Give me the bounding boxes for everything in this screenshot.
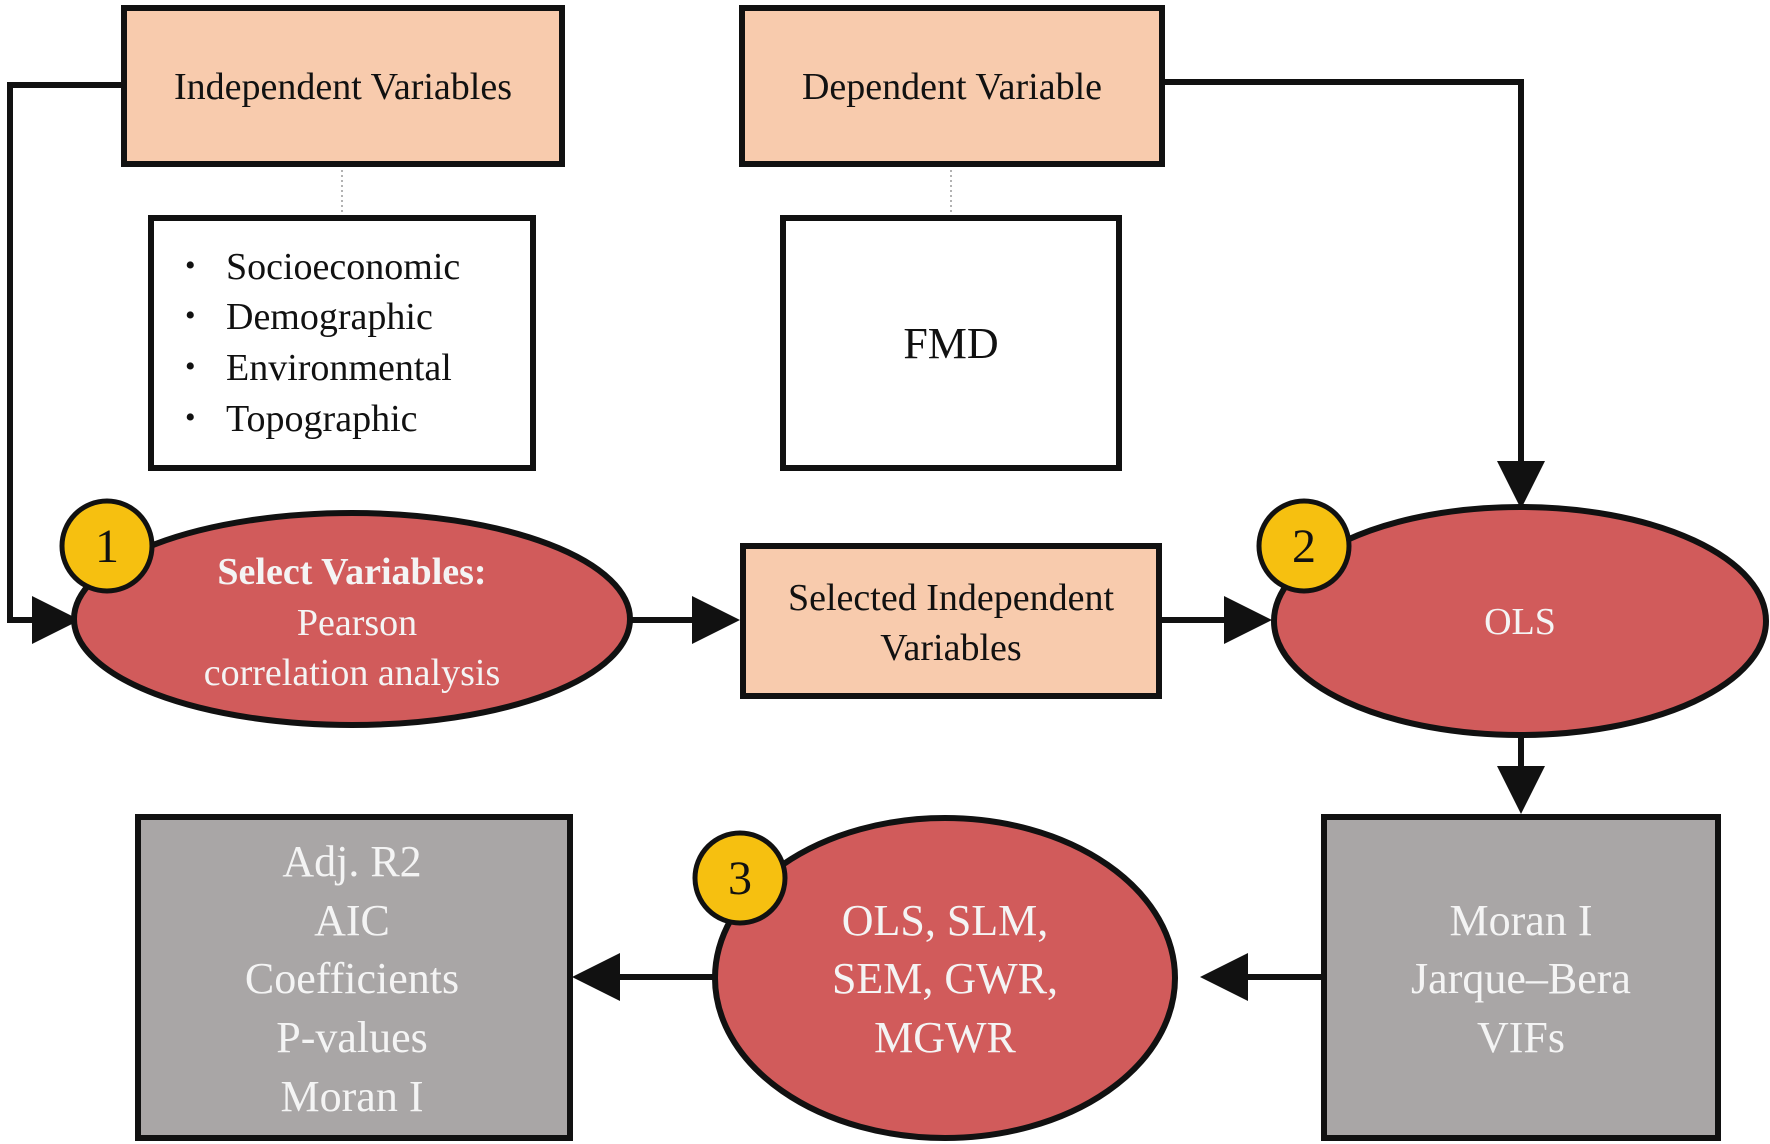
list-bullet: • — [185, 401, 196, 434]
edge-independent-to-select — [7, 82, 124, 644]
dependent-variable-detail: FMD — [780, 215, 1122, 471]
list-item: Socioeconomic — [226, 246, 460, 288]
selected-independent-line2: Variables — [880, 627, 1021, 669]
fmd-label: FMD — [903, 319, 998, 368]
independent-variables-label: Independent Variables — [174, 66, 512, 108]
independent-variables-node: Independent Variables — [121, 5, 565, 167]
diagnostics-line: Moran I — [1450, 896, 1593, 945]
step-badge-1: 1 — [59, 498, 155, 594]
models-node: OLS, SLM, SEM, GWR, MGWR — [712, 815, 1178, 1141]
ols-label: OLS — [1484, 601, 1556, 643]
models-line: OLS, SLM, — [842, 896, 1049, 945]
diagnostics-line: VIFs — [1477, 1013, 1565, 1062]
step-badge-number: 2 — [1292, 520, 1316, 573]
models-line: SEM, GWR, — [832, 954, 1058, 1003]
diagnostics-line: Jarque–Bera — [1411, 954, 1631, 1003]
edge-dependent-to-ols — [1162, 79, 1545, 509]
list-bullet: • — [185, 299, 196, 332]
step-badge-3: 3 — [692, 830, 788, 926]
select-variables-line1: Pearson — [297, 602, 417, 644]
select-variables-node: Select Variables: Pearson correlation an… — [71, 510, 633, 728]
dependent-variable-node: Dependent Variable — [739, 5, 1165, 167]
independent-variable-list: • • • • Socioeconomic Demographic Enviro… — [148, 215, 536, 471]
list-item: Environmental — [226, 347, 452, 389]
selected-independent-line1: Selected Independent — [788, 577, 1114, 619]
step-badge-2: 2 — [1256, 498, 1352, 594]
list-bullet: • — [185, 350, 196, 383]
step-badge-number: 3 — [728, 852, 752, 905]
outputs-line: Coefficients — [245, 954, 459, 1003]
outputs-node: Adj. R2 AIC Coefficients P-values Moran … — [135, 814, 573, 1141]
select-variables-title: Select Variables: — [217, 551, 486, 593]
selected-independent-variables-node: Selected Independent Variables — [740, 543, 1162, 699]
models-line: MGWR — [874, 1013, 1016, 1062]
list-item: Demographic — [226, 296, 433, 338]
connectors — [7, 79, 1545, 1001]
step-badge-number: 1 — [95, 520, 119, 573]
list-bullet: • — [185, 249, 196, 282]
list-item: Topographic — [226, 398, 418, 440]
diagnostics-node: Moran I Jarque–Bera VIFs — [1321, 814, 1721, 1141]
select-variables-line2: correlation analysis — [204, 652, 501, 694]
ols-node: OLS — [1271, 504, 1769, 738]
outputs-line: Moran I — [281, 1072, 424, 1121]
outputs-line: Adj. R2 — [282, 837, 421, 886]
dependent-variable-label: Dependent Variable — [802, 66, 1102, 108]
outputs-line: P-values — [276, 1013, 428, 1062]
outputs-line: AIC — [314, 896, 390, 945]
